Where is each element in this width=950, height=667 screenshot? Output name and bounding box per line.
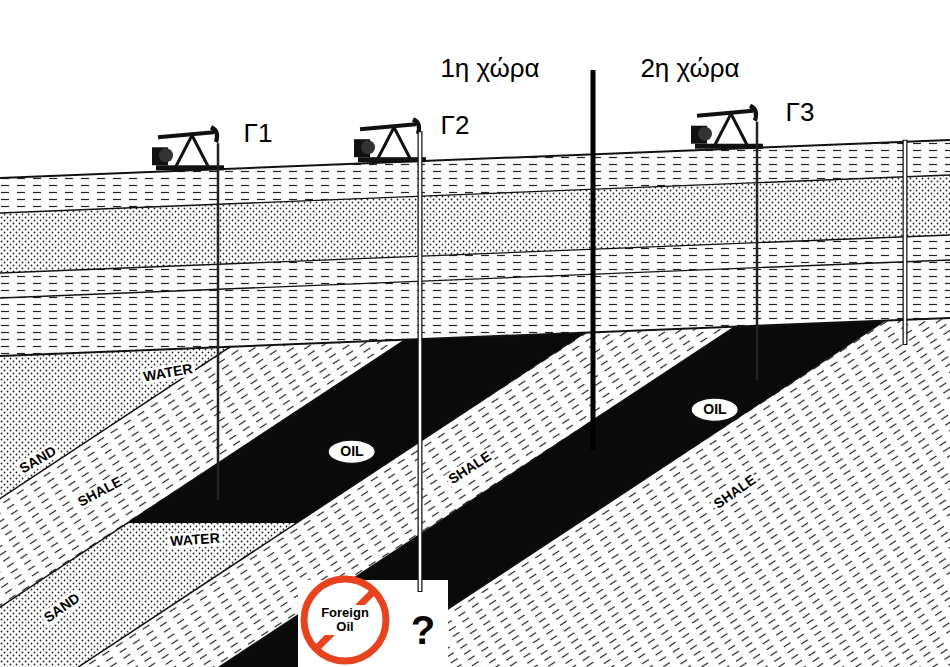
well — [903, 140, 908, 345]
unconformity — [0, 318, 950, 356]
well-label: Γ2 — [441, 111, 470, 140]
bed-boundary — [0, 340, 405, 667]
oil-tag: OIL — [327, 439, 376, 464]
layer-boundary — [0, 260, 950, 298]
layer-boundary — [0, 140, 950, 178]
well — [217, 143, 220, 500]
bed-boundary — [0, 333, 585, 667]
oil-reservoir — [0, 321, 885, 667]
pump-jack — [691, 104, 763, 149]
bed-boundary — [0, 327, 735, 667]
question-mark: ? — [411, 608, 435, 652]
no-foreign-oil-sign: Foreign Oil — [299, 574, 391, 666]
well-label: Γ3 — [786, 98, 815, 127]
pump-jack — [354, 117, 426, 162]
layer-boundary — [0, 175, 950, 213]
sign-ground — [298, 580, 448, 667]
sign-text: Foreign Oil — [315, 605, 375, 636]
border-line — [591, 70, 596, 450]
well — [756, 122, 759, 380]
pump-jack — [152, 125, 224, 170]
bed-boundary — [0, 347, 230, 667]
layer-boundary — [0, 235, 950, 273]
oil-tag: OIL — [690, 397, 739, 422]
well — [418, 131, 423, 592]
oil-label: OIL — [703, 402, 726, 417]
bed-boundary — [0, 321, 885, 667]
well — [419, 132, 422, 591]
well — [904, 141, 907, 344]
oil-label: OIL — [340, 444, 363, 459]
well-label: Γ1 — [244, 119, 273, 148]
country-label: 2η χώρα — [640, 54, 739, 83]
country-label: 1η χώρα — [440, 54, 539, 83]
